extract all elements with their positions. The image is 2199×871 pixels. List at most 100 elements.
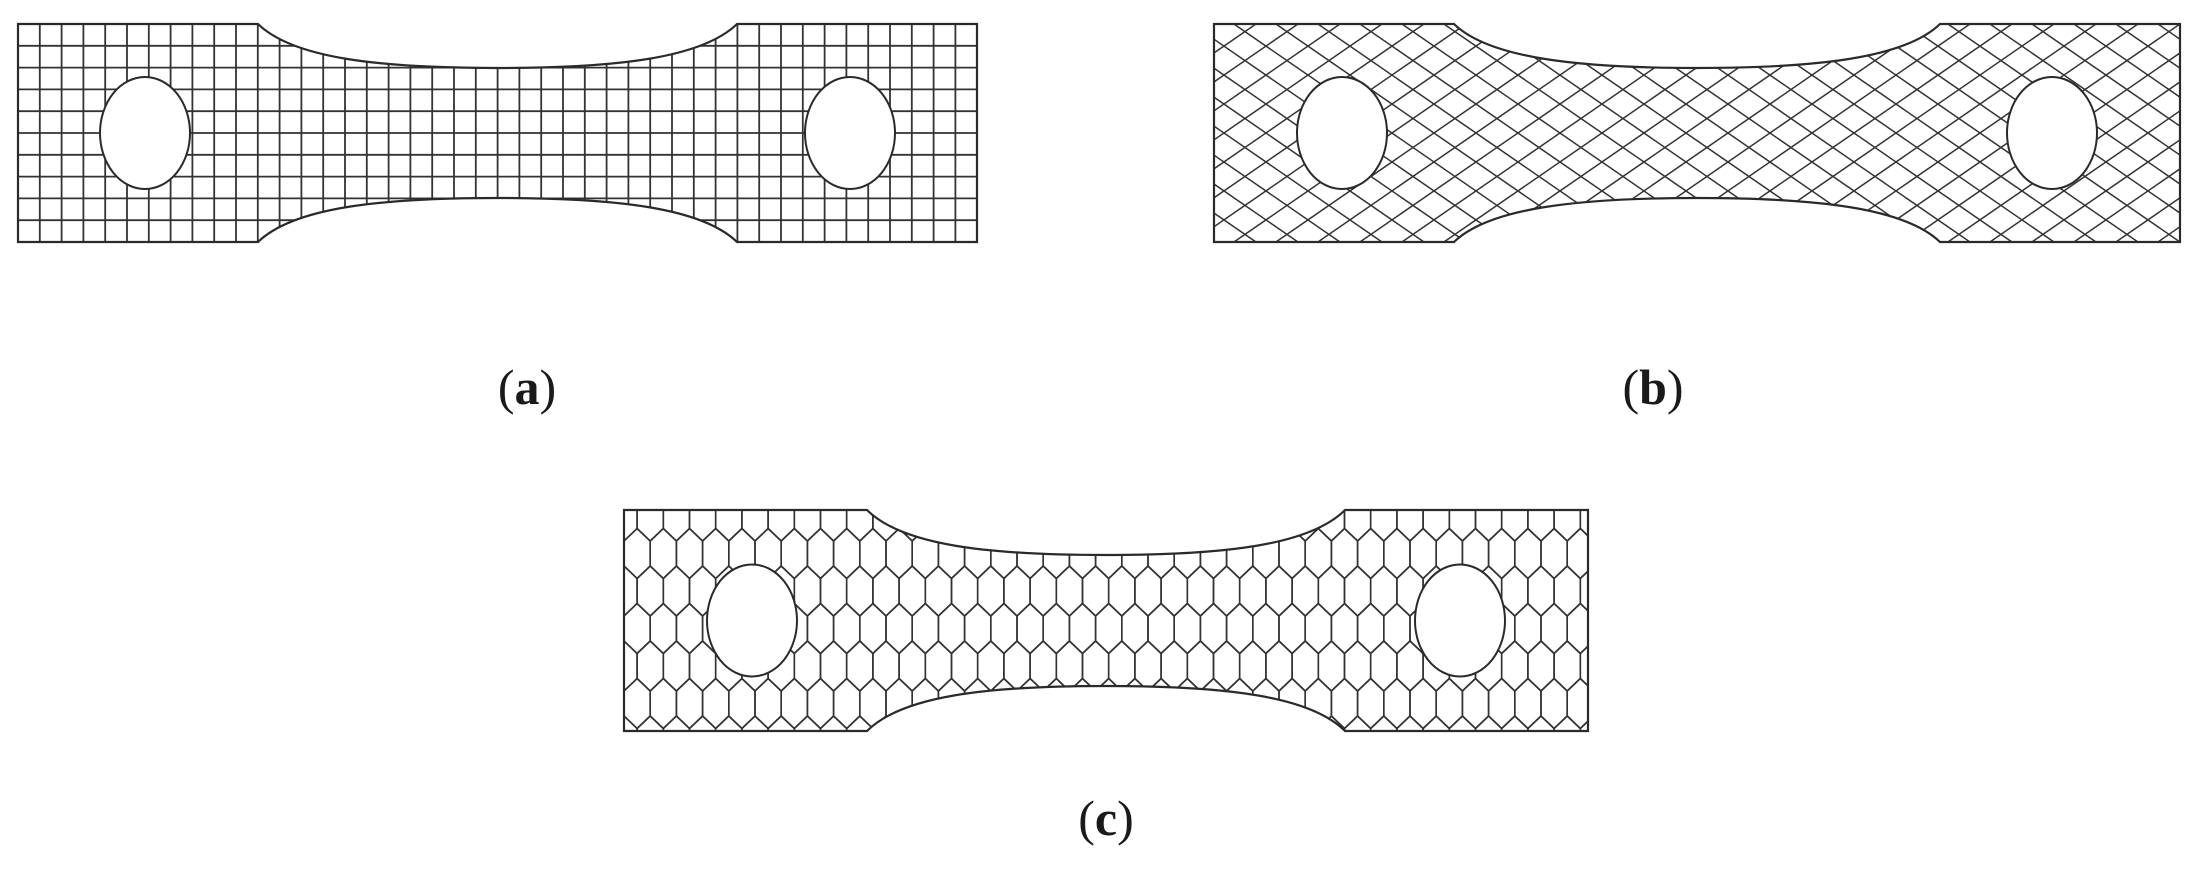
honeycomb-cell (924, 510, 953, 543)
specimen-c (585, 508, 1619, 766)
honeycomb-cell (1055, 564, 1084, 618)
honeycomb-cell (937, 677, 966, 730)
honeycomb-cell (1173, 677, 1202, 730)
honeycomb-cell (1422, 714, 1451, 731)
honeycomb-cell (950, 714, 979, 731)
honeycomb-cell (1225, 602, 1254, 655)
honeycomb-cell (872, 564, 900, 618)
honeycomb-cell (1186, 714, 1215, 731)
honeycomb-cell (780, 677, 809, 730)
honeycomb-cell (1265, 510, 1293, 543)
honeycomb-cell (1029, 639, 1058, 693)
honeycomb-cell (675, 527, 704, 580)
honeycomb-cell (675, 677, 704, 730)
honeycomb-cell (1356, 527, 1385, 580)
specimen-outline-c (622, 508, 1590, 733)
honeycomb-cell (1107, 714, 1136, 731)
honeycomb-cell (1212, 639, 1241, 693)
honeycomb-cell (1527, 510, 1555, 543)
honeycomb-cell (1593, 679, 1619, 729)
honeycomb-cell (950, 564, 979, 618)
honeycomb-cell (1369, 714, 1398, 731)
honeycomb-cell (1134, 714, 1162, 731)
honeycomb-cell (1593, 529, 1619, 579)
honeycomb-cell (1199, 527, 1228, 580)
honeycomb-cell (649, 602, 678, 655)
honeycomb-cell (950, 510, 979, 543)
honeycomb-cell (1566, 602, 1588, 655)
mounting-hole-b-left (1296, 76, 1388, 190)
honeycomb-cell (1356, 602, 1385, 655)
honeycomb-cell (1304, 602, 1333, 655)
honeycomb-cell (1343, 714, 1372, 731)
lattice-line (2073, 24, 2180, 242)
specimen-b (1212, 22, 2182, 244)
honeycomb-cell (963, 602, 992, 655)
honeycomb-cell (937, 602, 966, 655)
honeycomb-cell (1540, 527, 1568, 580)
honeycomb-cell (727, 677, 756, 730)
honeycomb-cell (1094, 602, 1123, 655)
honeycomb-cell (819, 510, 848, 543)
honeycomb-cell (872, 510, 900, 543)
honeycomb-cell (1435, 677, 1464, 730)
honeycomb-cell (1003, 564, 1031, 618)
honeycomb-cell (858, 527, 887, 580)
honeycomb-cell (1317, 564, 1346, 618)
honeycomb-cell (1396, 714, 1424, 731)
honeycomb-cell (1173, 602, 1202, 655)
honeycomb-cell (832, 527, 861, 580)
honeycomb-cell (1500, 639, 1529, 693)
honeycomb-cell (872, 639, 900, 693)
honeycomb-cell (950, 639, 979, 693)
honeycomb-cell (898, 564, 927, 618)
honeycomb-cell (1238, 510, 1267, 543)
mounting-hole-a-right (804, 76, 896, 190)
honeycomb-cell (649, 677, 678, 730)
lattice-line (2073, 24, 2180, 242)
panel-label-b: (b) (1622, 359, 1684, 415)
lattice-line (1569, 24, 1887, 242)
honeycomb-cell (1121, 602, 1149, 655)
honeycomb-cell (1212, 564, 1241, 618)
honeycomb-cell (1199, 677, 1228, 730)
honeycomb-cell (1265, 714, 1293, 731)
honeycomb-cell (1343, 639, 1372, 693)
honeycomb-cell (911, 602, 940, 655)
honeycomb-cell (585, 716, 611, 766)
honeycomb-cell (1343, 510, 1372, 543)
honeycomb-cell (1396, 510, 1424, 543)
mounting-hole-b-right (2006, 76, 2098, 190)
honeycomb-cell (1566, 677, 1588, 730)
honeycomb-cell (1147, 602, 1175, 655)
honeycomb-cell (963, 527, 992, 580)
honeycomb-cell (1487, 527, 1516, 580)
honeycomb-cell (885, 602, 914, 655)
honeycomb-cell (767, 714, 796, 731)
honeycomb-cell (662, 639, 691, 693)
honeycomb-cell (1369, 639, 1398, 693)
honeycomb-cell (1514, 602, 1542, 655)
honeycomb-cell (1514, 527, 1542, 580)
honeycomb-cell (1278, 602, 1306, 655)
honeycomb-cell (1186, 639, 1215, 693)
honeycomb-cell (662, 510, 691, 543)
honeycomb-cell (898, 510, 927, 543)
honeycomb-cell (741, 714, 769, 731)
honeycomb-cell (636, 510, 665, 543)
honeycomb-cell (989, 527, 1018, 580)
honeycomb-cell (1383, 527, 1411, 580)
honeycomb-cell (1317, 639, 1346, 693)
honeycomb-cell (1579, 639, 1588, 693)
honeycomb-cell (1553, 714, 1582, 731)
honeycomb-cell (1330, 527, 1359, 580)
honeycomb-cell (1422, 510, 1451, 543)
honeycomb-cell (1055, 510, 1084, 543)
lattice-line (2115, 24, 2180, 242)
honeycomb-cell (845, 714, 874, 731)
honeycomb-cell (1461, 677, 1490, 730)
honeycomb-cell (1448, 714, 1477, 731)
honeycomb-cell (1356, 677, 1385, 730)
honeycomb-cell (636, 564, 665, 618)
